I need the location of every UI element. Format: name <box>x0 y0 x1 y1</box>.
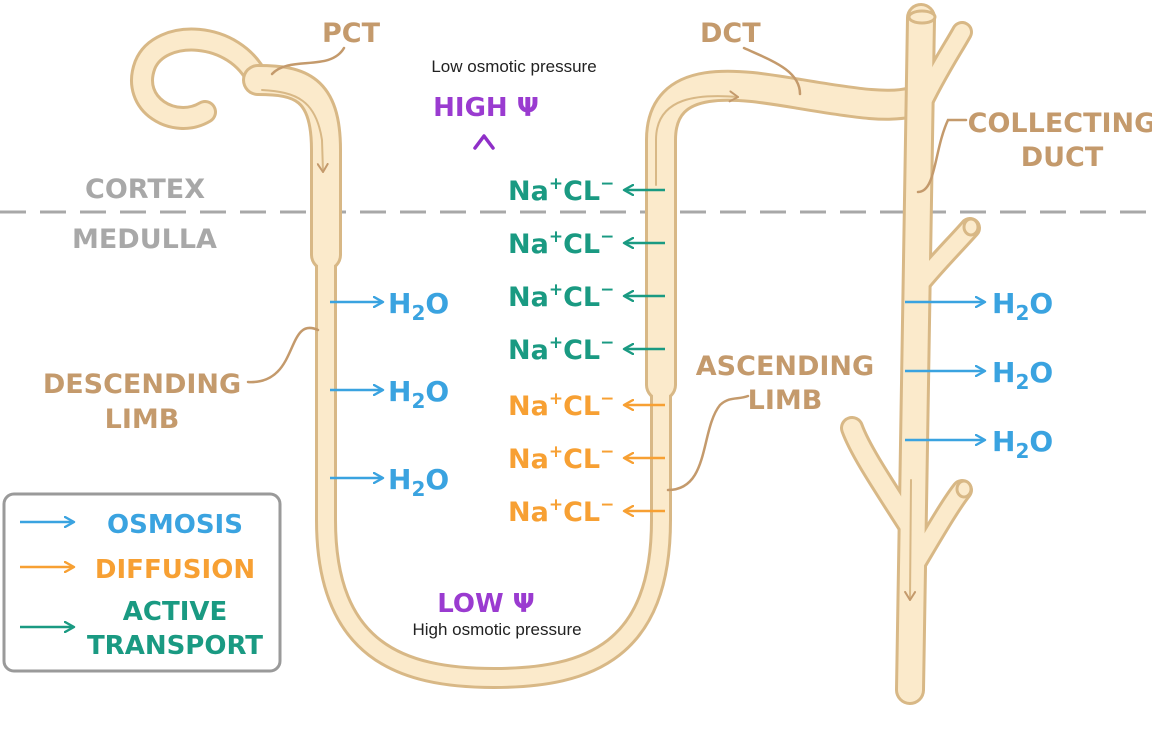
collecting-duct-trunk <box>898 6 933 702</box>
low-osmotic-pressure-caption: Low osmotic pressure <box>431 57 596 76</box>
nacl-label: Na+CL− <box>508 280 614 313</box>
collecting-duct-label-line1: COLLECTING <box>968 108 1152 139</box>
pct-flow-arrow <box>261 89 329 173</box>
dct-label: DCT <box>700 18 761 49</box>
nacl-label: Na+CL− <box>508 442 614 475</box>
pct-label: PCT <box>322 18 381 49</box>
collecting-duct-water-arrows: H2O H2O H2O <box>905 287 1053 463</box>
collecting-duct-flow-arrow <box>904 479 917 601</box>
collecting-duct <box>840 3 981 705</box>
water-label: H2O <box>388 375 449 413</box>
descending-limb-leader <box>246 326 320 384</box>
water-label: H2O <box>388 463 449 501</box>
nephron-tube <box>130 27 928 689</box>
ascending-limb-label-line1: ASCENDING <box>696 351 874 382</box>
nacl-label: Na+CL− <box>508 227 614 260</box>
high-psi-label: HIGH Ψ <box>433 93 539 123</box>
leader-lines <box>246 46 968 492</box>
ascending-limb-leader <box>666 394 750 492</box>
legend-diffusion-label: DIFFUSION <box>95 555 255 585</box>
nacl-label: Na+CL− <box>508 389 614 422</box>
legend: OSMOSIS DIFFUSION ACTIVE TRANSPORT <box>2 492 282 673</box>
legend-active-label-line2: TRANSPORT <box>87 631 263 661</box>
pct-leader <box>270 46 346 76</box>
descending-limb-label-line2: LIMB <box>105 404 180 435</box>
water-label: H2O <box>992 287 1053 325</box>
high-osmotic-pressure-caption: High osmotic pressure <box>412 620 581 639</box>
water-label: H2O <box>388 287 449 325</box>
nacl-label: Na+CL− <box>508 495 614 528</box>
collecting-duct-leader <box>916 118 968 194</box>
loop-of-henle <box>318 247 669 686</box>
ascending-limb-label-line2: LIMB <box>748 385 823 416</box>
dct-leader <box>742 46 802 96</box>
descending-water-arrows: H2O H2O H2O <box>330 287 449 501</box>
diffusion-nacl: Na+CL− Na+CL− Na+CL− <box>508 389 665 528</box>
nacl-label: Na+CL− <box>508 174 614 207</box>
nacl-label: Na+CL− <box>508 333 614 366</box>
water-label: H2O <box>992 425 1053 463</box>
low-psi-label: LOW Ψ <box>437 589 535 619</box>
collecting-duct-label-line2: DUCT <box>1021 142 1104 173</box>
medulla-label: MEDULLA <box>72 224 217 255</box>
cortex-label: CORTEX <box>85 174 205 205</box>
legend-osmosis-label: OSMOSIS <box>107 510 243 540</box>
active-transport-nacl: Na+CL− Na+CL− Na+CL− Na+CL− <box>508 174 665 366</box>
gradient-arrowhead <box>473 134 495 150</box>
bowmans-capsule <box>133 30 267 127</box>
water-label: H2O <box>992 356 1053 394</box>
dct-flow-arrow <box>655 90 739 186</box>
descending-limb-label-line1: DESCENDING <box>43 369 241 400</box>
distal-convoluted-tubule <box>648 72 925 398</box>
proximal-convoluted-tubule <box>245 67 339 268</box>
legend-active-label-line1: ACTIVE <box>123 597 228 627</box>
